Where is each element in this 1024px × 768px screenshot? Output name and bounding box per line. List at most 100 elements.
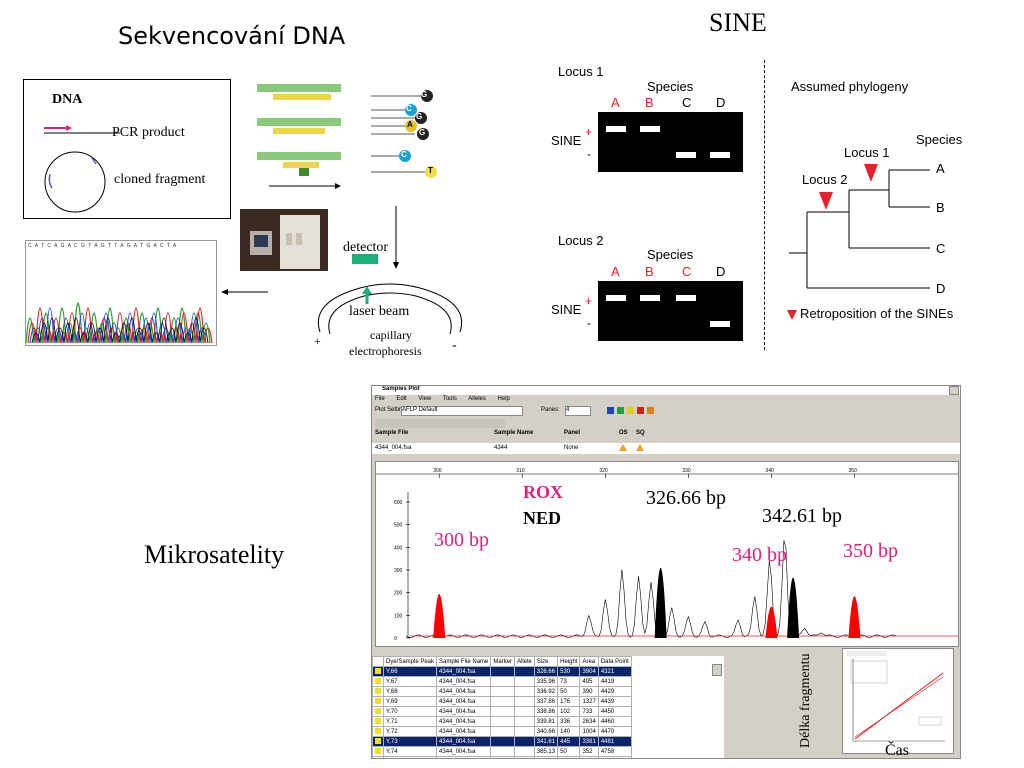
table-cell: 50 [557, 686, 581, 697]
table-cell: Y,73 [382, 736, 438, 747]
dye-color-swatch [375, 717, 381, 724]
ned-label: NED [523, 508, 562, 528]
table-cell: 530 [557, 666, 581, 677]
table-header-cell[interactable]: Dye/Sample Peak [382, 656, 438, 667]
window-close-icon[interactable] [949, 386, 959, 395]
menu-edit[interactable]: Edit [396, 396, 407, 402]
menu-alleles[interactable]: Alleles [468, 396, 486, 402]
y-tick-label: 100 [394, 613, 403, 619]
table-cell: 102 [557, 706, 581, 717]
window-title: Samples Plot [382, 386, 420, 392]
table-header-cell[interactable]: Height [557, 656, 581, 667]
locus1-plus: + [585, 125, 593, 139]
table-header-cell[interactable]: Area [579, 656, 599, 667]
table-cell: 4419 [597, 676, 632, 687]
rox-label: ROX [523, 482, 563, 502]
table-cell: 4344_004.fsa [436, 726, 492, 737]
menu-file[interactable]: File [375, 396, 385, 402]
table-header-cell[interactable]: Size [533, 656, 559, 667]
table-cell: 335.96 [533, 676, 559, 687]
table-cell: Y,68 [382, 686, 438, 697]
menu-view[interactable]: View [418, 396, 432, 402]
table-cell: 4481 [597, 736, 632, 747]
table-header-cell[interactable]: Sample File Name [436, 656, 492, 667]
locus2-gel [598, 281, 743, 341]
down-arrow-icon [393, 206, 399, 269]
sample-row[interactable]: 4344_004.fsa 4344 None [372, 443, 960, 454]
phylogeny-tree [789, 164, 930, 289]
panes-select[interactable]: 4 [565, 406, 591, 416]
y-tick-label: 400 [394, 545, 403, 551]
color-orange-button[interactable] [647, 407, 654, 414]
menu-tools[interactable]: Tools [442, 396, 457, 402]
plot-setting-select[interactable]: AFLP Default [401, 406, 523, 416]
dye-color-swatch [375, 737, 381, 744]
table-cell: 4439 [597, 696, 632, 707]
table-cell: Y,74 [382, 746, 438, 757]
x-tick-label: 300 [433, 468, 442, 474]
locus1-band-d [710, 152, 730, 158]
table-cell [490, 716, 516, 727]
table-cell: 390 [579, 686, 599, 697]
table-header-cell[interactable]: Data Point [597, 656, 632, 667]
table-header-cell[interactable] [372, 656, 384, 667]
table-cell: 4321 [597, 666, 632, 677]
table-cell [372, 726, 384, 737]
locus2-species-label: Species [647, 247, 694, 262]
table-cell: Y,69 [382, 696, 438, 707]
locus1-lane-b: B [645, 95, 654, 110]
table-cell: 4460 [597, 716, 632, 727]
table-cell: 4470 [597, 726, 632, 737]
left-arrow-icon [221, 289, 268, 295]
table-cell: 2634 [579, 716, 599, 727]
table-cell: Y,67 [382, 676, 438, 687]
table-header-cell[interactable]: Allele [514, 656, 535, 667]
table-header-cell[interactable]: Marker [490, 656, 516, 667]
y-tick-label: 500 [394, 523, 403, 529]
table-cell [514, 756, 535, 758]
color-yellow-button[interactable] [627, 407, 634, 414]
locus1-species-label: Species [647, 79, 694, 94]
table-cell [514, 746, 535, 757]
menu-help[interactable]: Help [497, 396, 510, 402]
color-green-button[interactable] [617, 407, 624, 414]
minus-label: - [452, 338, 457, 353]
plot-setting-label: Plot Setting: [375, 407, 408, 413]
table-cell [514, 686, 535, 697]
divider-line [764, 60, 765, 350]
table-cell: 336 [557, 716, 581, 727]
y-tick-label: 300 [394, 568, 403, 574]
table-cell: 3381 [579, 736, 599, 747]
locus2-label: Locus 2 [558, 233, 604, 248]
table-cell: 445 [557, 736, 581, 747]
ned-peak [787, 577, 800, 638]
color-red-button[interactable] [637, 407, 644, 414]
table-cell: Y,70 [382, 706, 438, 717]
y-tick-label: 0 [394, 636, 397, 642]
peak-342-label: 342.61 bp [762, 505, 842, 527]
inset-xlabel: Čas [885, 742, 909, 759]
table-cell: 365.13 [533, 746, 559, 757]
nucleotide-c2: C [401, 150, 407, 159]
table-cell: 50 [557, 746, 581, 757]
color-blue-button[interactable] [607, 407, 614, 414]
row-sample-file: 4344_004.fsa [375, 445, 412, 451]
locus1-lane-c: C [682, 95, 692, 110]
taxon-a: A [936, 161, 945, 176]
table-cell [372, 716, 384, 727]
nucleotide-t: T [428, 166, 433, 175]
table-scrollbar[interactable] [712, 664, 722, 676]
